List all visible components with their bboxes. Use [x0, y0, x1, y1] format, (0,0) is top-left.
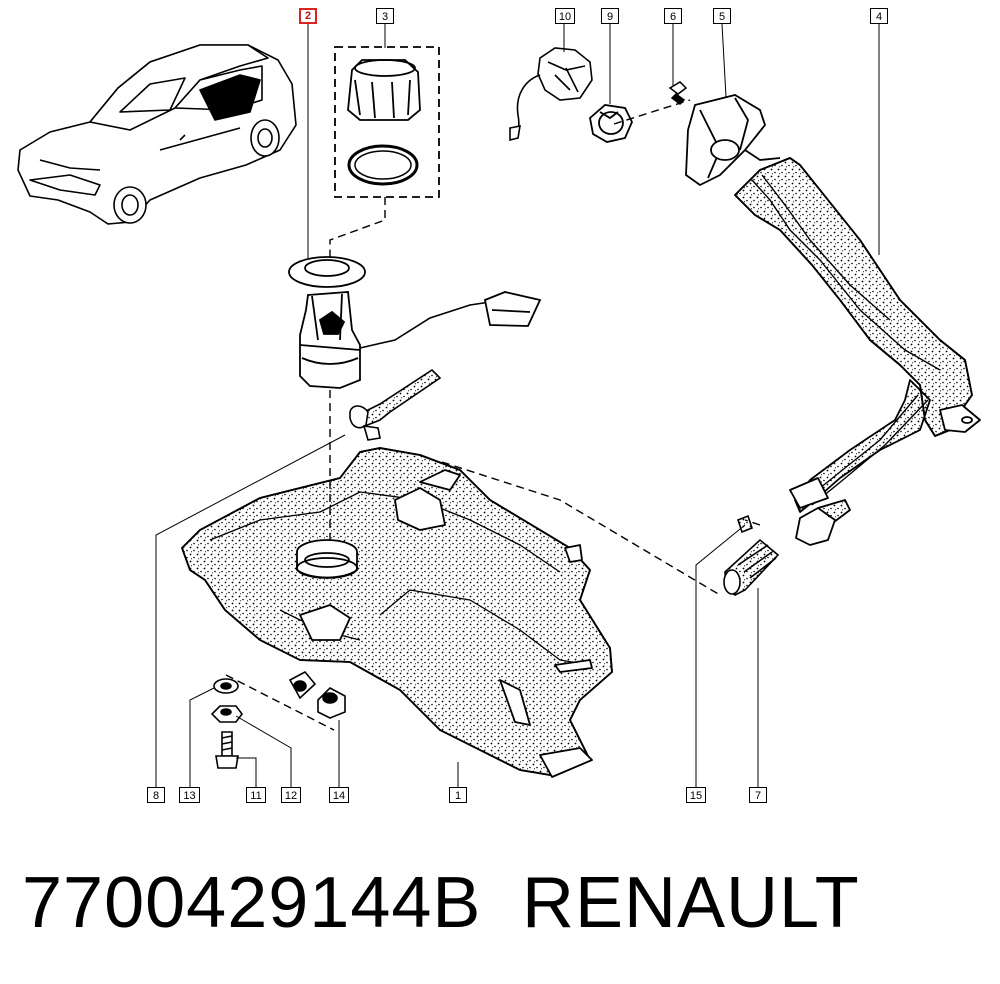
pump-ring-seal-group — [334, 46, 440, 198]
callout-3[interactable]: 3 — [376, 8, 394, 24]
screw — [668, 81, 688, 105]
callout-6[interactable]: 6 — [664, 8, 682, 24]
fuel-pump-module — [288, 256, 542, 389]
callout-4[interactable]: 4 — [870, 8, 888, 24]
filler-flap-housing — [685, 94, 781, 187]
callout-2[interactable]: 2 — [299, 8, 317, 24]
callout-11[interactable]: 11 — [246, 787, 266, 803]
seal-ring — [589, 104, 633, 143]
callout-1[interactable]: 1 — [449, 787, 467, 803]
callout-10[interactable]: 10 — [555, 8, 575, 24]
filler-neck-pipe — [734, 157, 981, 546]
part-number: 7700429144B — [22, 863, 482, 943]
callout-7[interactable]: 7 — [749, 787, 767, 803]
fuel-tank — [181, 447, 613, 778]
mounting-hardware — [210, 670, 346, 769]
hose-and-clamp — [723, 514, 780, 596]
callout-9[interactable]: 9 — [601, 8, 619, 24]
leader-lines — [155, 23, 880, 788]
filler-cap — [509, 47, 593, 142]
brand-name: RENAULT — [522, 863, 860, 943]
car-illustration — [17, 44, 297, 225]
callout-12[interactable]: 12 — [281, 787, 301, 803]
callout-14[interactable]: 14 — [329, 787, 349, 803]
callout-8[interactable]: 8 — [147, 787, 165, 803]
callout-13[interactable]: 13 — [179, 787, 200, 803]
assembly-dashed-lines — [225, 99, 761, 731]
callout-15[interactable]: 15 — [686, 787, 706, 803]
callout-5[interactable]: 5 — [713, 8, 731, 24]
vent-hose — [349, 368, 442, 441]
